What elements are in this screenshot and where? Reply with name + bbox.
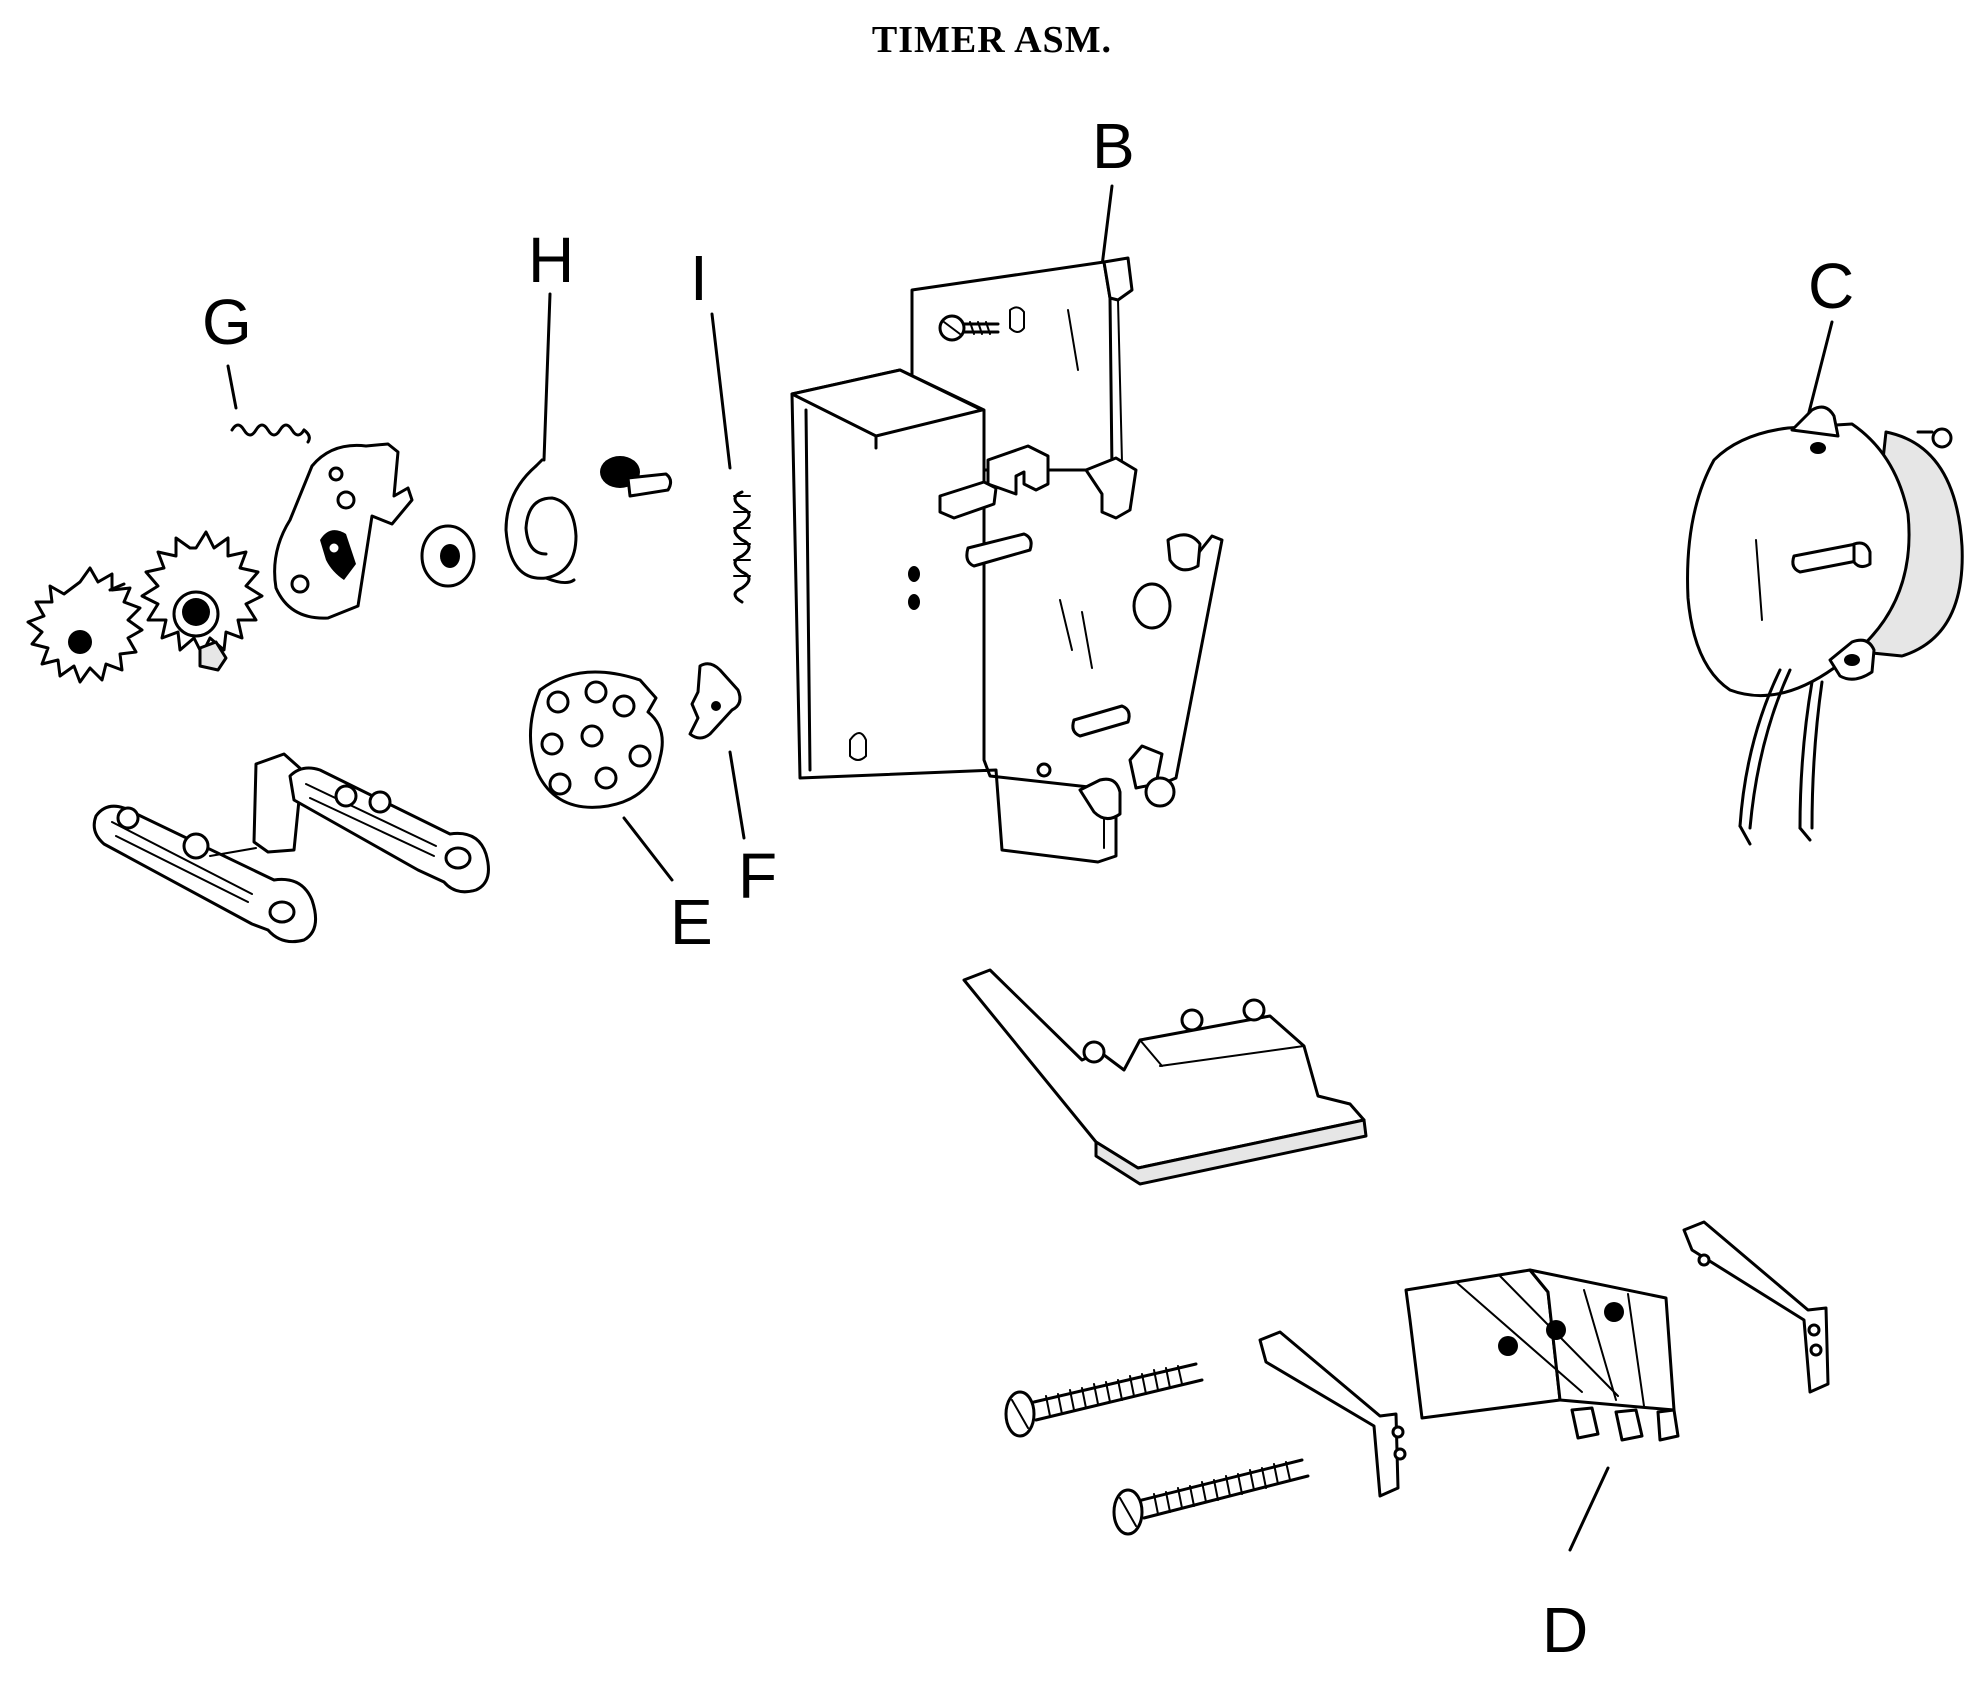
switch-block-assembly bbox=[1004, 1220, 1830, 1536]
retaining-clip bbox=[688, 662, 742, 740]
callout-label-f: F bbox=[738, 840, 777, 912]
cam-disc bbox=[529, 670, 664, 809]
coil-spring-small bbox=[733, 490, 751, 604]
diagram-title: TIMER ASM. bbox=[871, 19, 1113, 61]
callout-label-g: G bbox=[202, 286, 252, 358]
callout-label-h: H bbox=[528, 224, 574, 296]
callout-label-i: I bbox=[690, 242, 708, 314]
rocker-arm-upper bbox=[252, 752, 490, 894]
sprocket-gear-large bbox=[140, 530, 264, 672]
callout-label-d: D bbox=[1542, 1594, 1588, 1666]
shoulder-screw bbox=[600, 456, 673, 498]
sprocket-gear-small bbox=[26, 566, 144, 684]
callout-label-e: E bbox=[670, 886, 713, 958]
leader-lines bbox=[226, 184, 1834, 1552]
pawl-lever-plate bbox=[273, 442, 414, 620]
torsion-spring bbox=[504, 458, 578, 585]
tension-spring bbox=[230, 423, 311, 444]
washer bbox=[420, 524, 476, 588]
rocker-arm-lower bbox=[92, 804, 318, 944]
timer-bracket-plate bbox=[790, 256, 1224, 864]
callout-label-c: C bbox=[1808, 250, 1854, 322]
timer-motor bbox=[1686, 405, 1964, 846]
switch-actuator-plate bbox=[962, 968, 1368, 1186]
callout-label-b: B bbox=[1092, 110, 1135, 182]
